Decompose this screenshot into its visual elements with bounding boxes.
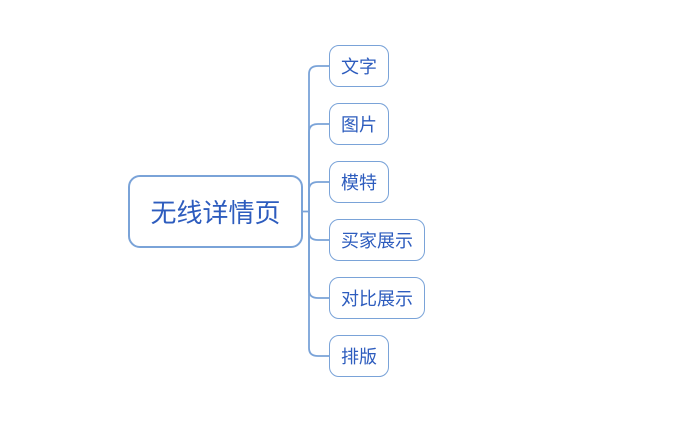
branch-connector xyxy=(308,210,330,299)
branch-connector xyxy=(308,210,330,357)
topic-node-4[interactable]: 买家展示 xyxy=(329,219,425,261)
branch-connector xyxy=(308,65,330,213)
branch-connector xyxy=(308,181,330,213)
topic-node-5[interactable]: 对比展示 xyxy=(329,277,425,319)
topic-node-2[interactable]: 图片 xyxy=(329,103,389,145)
root-topic-node[interactable]: 无线详情页 xyxy=(128,175,303,248)
branch-connector xyxy=(308,123,330,213)
topic-node-6[interactable]: 排版 xyxy=(329,335,389,377)
branch-connector xyxy=(308,210,330,241)
topic-node-1[interactable]: 文字 xyxy=(329,45,389,87)
topic-node-3[interactable]: 模特 xyxy=(329,161,389,203)
